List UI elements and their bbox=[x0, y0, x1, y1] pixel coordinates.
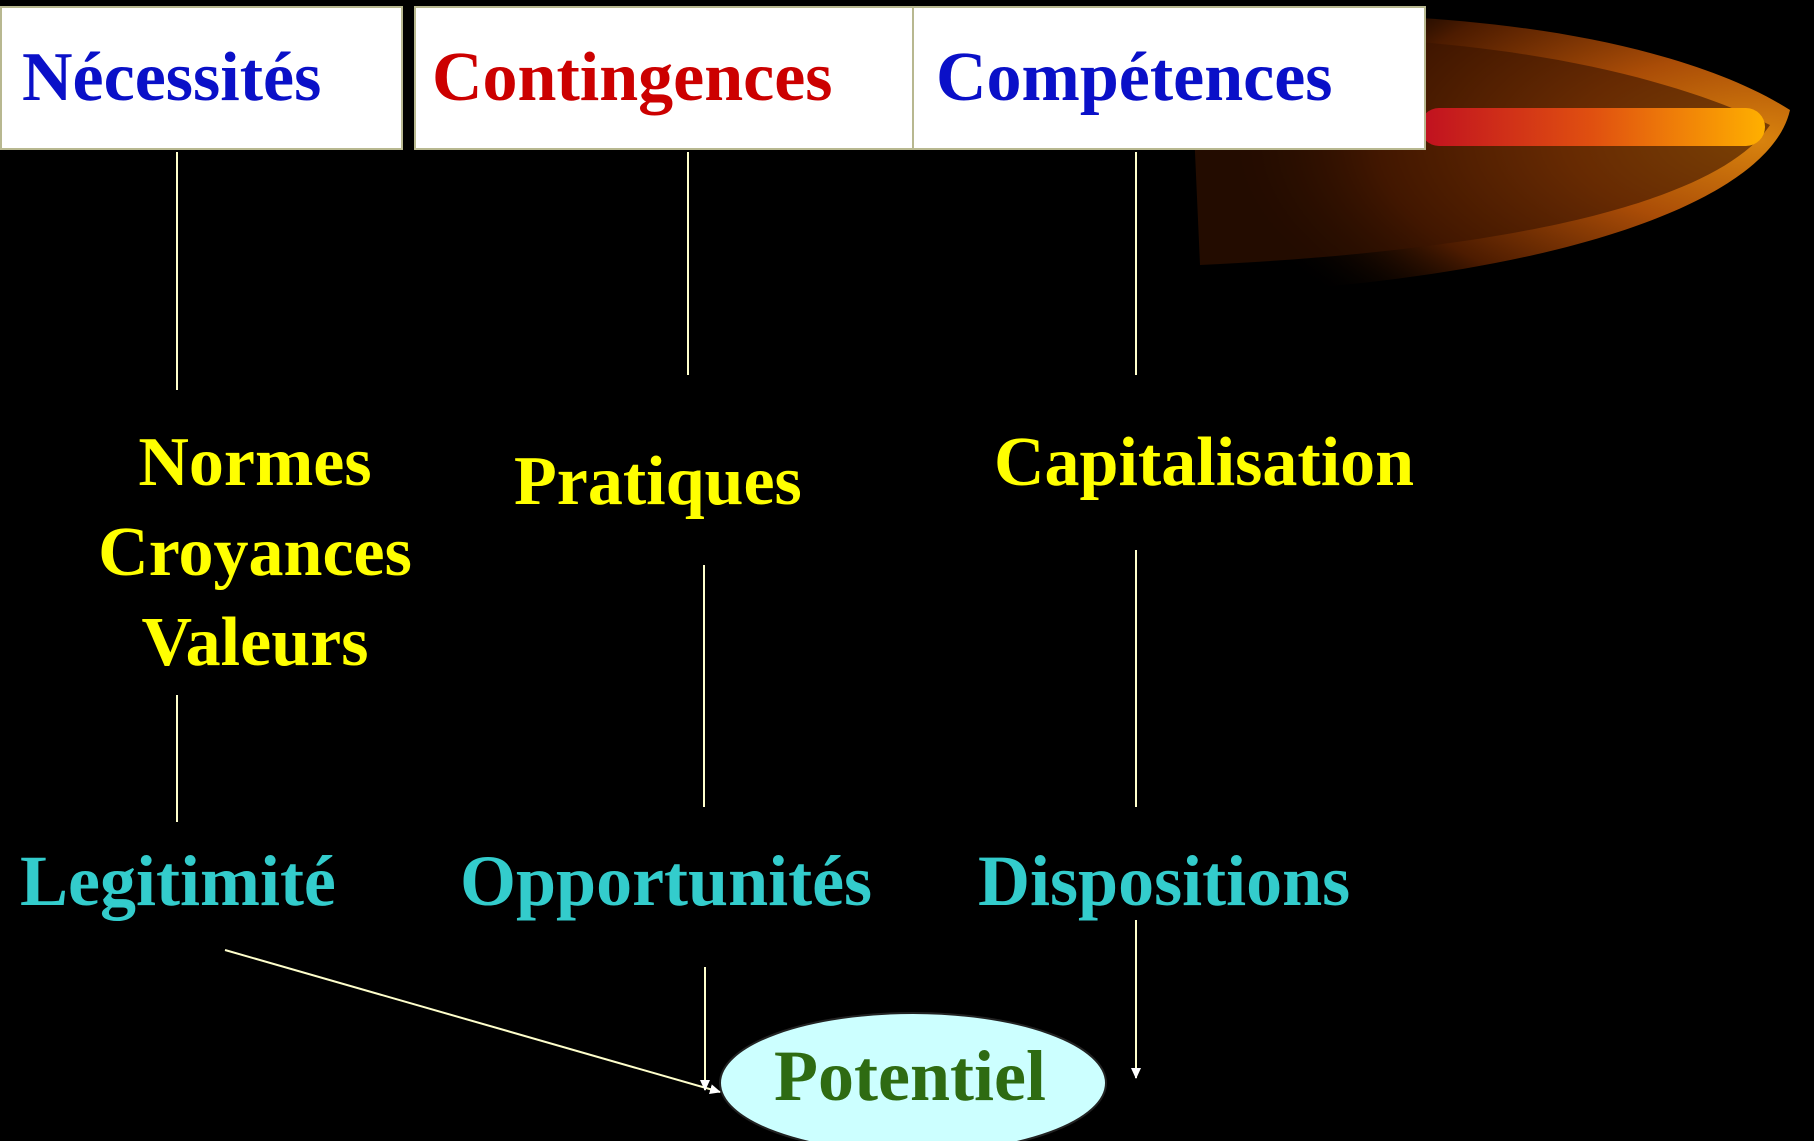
label-pratiques: Pratiques bbox=[514, 443, 802, 520]
comet-bar bbox=[1420, 108, 1765, 146]
header-contingences: Contingences bbox=[432, 39, 833, 116]
connector-lines bbox=[176, 152, 1141, 1095]
label-dispositions: Dispositions bbox=[978, 841, 1351, 921]
arrow-legitimite-potentiel bbox=[224, 949, 721, 1095]
potentiel-ellipse bbox=[719, 1012, 1107, 1141]
label-croyances: Croyances bbox=[98, 514, 412, 591]
header-necessites: Nécessités bbox=[22, 39, 322, 116]
label-valeurs: Valeurs bbox=[141, 604, 369, 681]
label-opportunites: Opportunités bbox=[460, 841, 873, 921]
header-competences: Compétences bbox=[936, 39, 1333, 116]
header-box-necessites: Nécessités bbox=[0, 6, 403, 150]
header-box-competences: Compétences bbox=[912, 6, 1426, 150]
normes-croyances-valeurs: Normes Croyances Valeurs bbox=[40, 418, 470, 688]
label-potentiel: Potentiel bbox=[774, 1036, 1046, 1116]
label-legitimite: Legitimité bbox=[20, 841, 336, 921]
label-normes: Normes bbox=[138, 424, 372, 501]
label-capitalisation: Capitalisation bbox=[994, 424, 1415, 501]
header-box-contingences: Contingences bbox=[414, 6, 914, 150]
